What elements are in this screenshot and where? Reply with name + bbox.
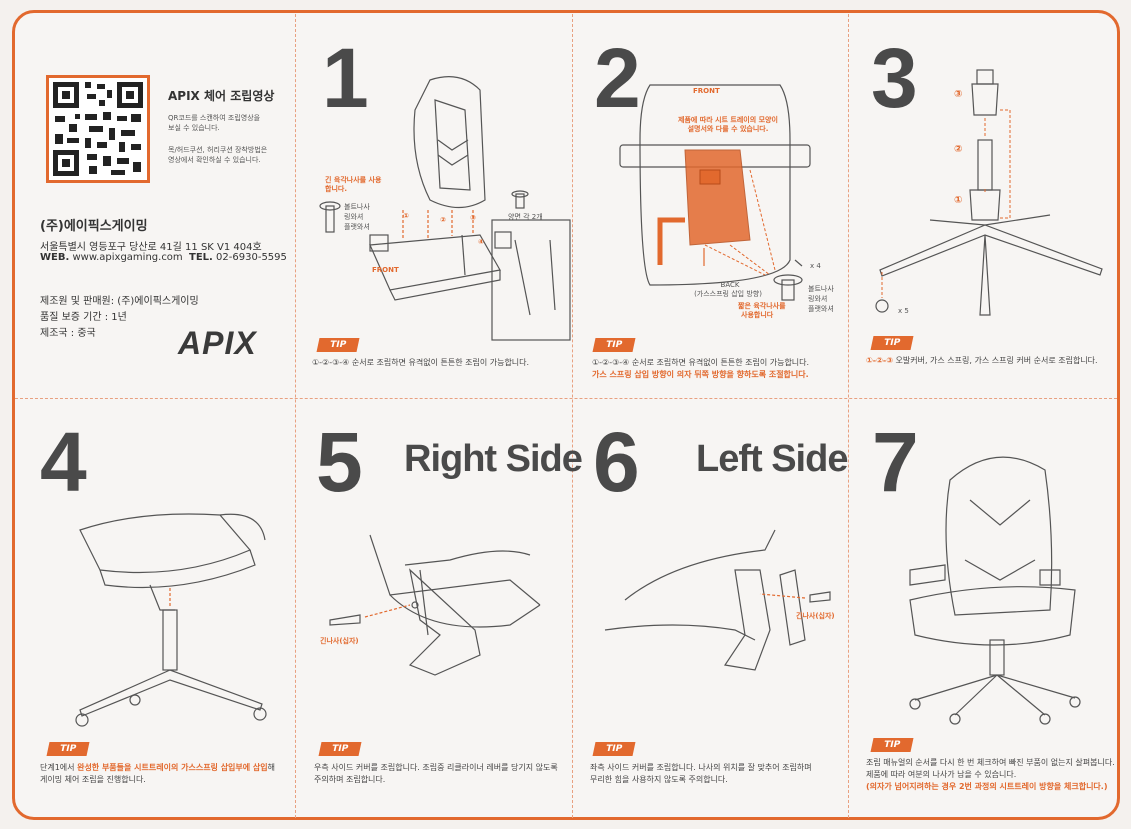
callout-2: ② xyxy=(440,216,446,224)
step1-tip: ①-②-③-④ 순서로 조립하면 유격없이 튼튼한 조립이 가능합니다. xyxy=(312,358,530,367)
tip-badge: TIP xyxy=(592,338,636,352)
row-divider xyxy=(15,398,1117,399)
qr-text: 목/허드쿠션, 허리쿠션 장착방법은 xyxy=(168,146,268,154)
washer-label: 플랫와셔 xyxy=(344,223,370,231)
web-label: WEB. xyxy=(40,252,70,263)
qr-text: 보실 수 있습니다. xyxy=(168,124,220,132)
phone-number: 02-6930-5595 xyxy=(216,252,287,263)
step-side-title: Right Side xyxy=(404,438,583,480)
company-contact: WEB. www.apixgaming.com TEL. 02-6930-559… xyxy=(40,252,287,263)
seat-onto-base-illustration xyxy=(75,513,267,727)
apix-logo: APIX xyxy=(178,325,257,361)
tip-highlight: 완성한 부품들을 시트트레이의 가스스프링 삽입부에 삽입 xyxy=(77,763,268,772)
step3-tip: ①-②-③ 오발커버, 가스 스프링, 가스 스프링 커버 순서로 조립합니다. xyxy=(866,355,1116,367)
step-number: 3 xyxy=(871,31,918,125)
tel-label: TEL. xyxy=(189,252,213,263)
maker-info: 제조원 및 판매원: (주)에이픽스게이밍 xyxy=(40,296,199,307)
step2-tip-warning: 가스 스프링 삽입 방향이 의자 뒤쪽 방향을 향하도록 조절합니다. xyxy=(592,370,809,379)
tray-warning: 설명서와 다를 수 있습니다. xyxy=(687,125,769,133)
washer-label: 플랫와셔 xyxy=(808,305,834,313)
callout-1: ① xyxy=(954,195,963,206)
both-sides-label: 양면 각 2개 xyxy=(508,213,543,221)
step-side-title: Left Side xyxy=(696,438,848,480)
step-number: 6 xyxy=(593,415,640,509)
callout-3: ③ xyxy=(470,214,476,222)
quantity-label: x 4 xyxy=(810,262,821,270)
step1-note: 긴 육각나사를 사용합니다. xyxy=(325,176,382,193)
tip-badge: TIP xyxy=(592,742,636,756)
step7-tip: 제품에 따라 여분의 나사가 남을 수 있습니다. xyxy=(866,770,1017,779)
quantity-label: x 5 xyxy=(898,307,909,315)
tray-warning: 제품에 따라 시트 트레이의 모양이 xyxy=(678,116,778,124)
step-number: 1 xyxy=(322,31,369,125)
front-label: FRONT xyxy=(372,266,399,274)
right-side-cover-illustration xyxy=(329,534,541,676)
column-divider xyxy=(572,14,573,818)
tip-badge: TIP xyxy=(46,742,90,756)
instruction-sheet xyxy=(12,10,1120,820)
step6-tip: 좌측 사이드 커버를 조립합니다. 나사의 위치를 잘 맞추어 조립하며 xyxy=(590,763,812,772)
back-label: (가스스프링 삽입 방향) xyxy=(694,290,762,298)
step-number: 2 xyxy=(594,31,641,125)
tip-text: 해 xyxy=(267,763,276,772)
front-label: FRONT xyxy=(693,87,720,95)
base-gas-spring-illustration xyxy=(875,69,1103,316)
short-screw-note: 짧은 육각나사를 xyxy=(738,302,786,310)
tip-badge: TIP xyxy=(318,742,362,756)
assembled-chair-illustration xyxy=(909,456,1081,725)
qr-code[interactable] xyxy=(46,75,150,183)
company-name: (주)에이픽스게이밍 xyxy=(40,219,148,234)
tip-text: 게이밍 체어 조립을 진행합니다. xyxy=(40,775,146,784)
chair-back-seat-illustration xyxy=(319,76,571,341)
step5-tip: 주의하며 조립합니다. xyxy=(314,775,386,784)
step7-tip-warning: (의자가 넘어지려하는 경우 2번 과정의 시트트레이 방향을 체크합니다.) xyxy=(866,782,1108,791)
column-divider xyxy=(848,14,849,818)
washer-label: 볼트나사 xyxy=(344,203,370,211)
website-link[interactable]: www.apixgaming.com xyxy=(72,252,183,263)
qr-text: QR코드를 스캔하여 조립영상을 xyxy=(168,114,261,122)
video-title: APIX 체어 조립영상 xyxy=(168,89,275,103)
tip-badge: TIP xyxy=(870,336,914,350)
tip-highlight: ①-②-③ xyxy=(866,356,893,365)
callout-3: ③ xyxy=(954,89,963,100)
step7-tip: 조립 매뉴얼의 순서를 다시 한 번 체크하여 빠진 부품이 없는지 살펴봅니다… xyxy=(866,758,1115,767)
qr-text: 영상에서 확인하실 수 있습니다. xyxy=(168,156,261,164)
step6-tip: 무리한 힘을 사용하지 않도록 주의합니다. xyxy=(590,775,728,784)
tip-badge: TIP xyxy=(316,338,360,352)
step2-tip: ①-②-③-④ 순서로 조립하면 유격없이 튼튼한 조립이 가능합니다. xyxy=(592,358,810,367)
short-screw-note: 사용합니다 xyxy=(741,311,774,319)
seat-tray-illustration xyxy=(619,84,811,301)
tip-badge: TIP xyxy=(870,738,914,752)
washer-label: 링와셔 xyxy=(344,213,364,221)
step-number: 4 xyxy=(40,415,87,509)
screw-label: 긴나사(십자) xyxy=(320,637,359,645)
callout-2: ② xyxy=(954,144,963,155)
tip-text: 오발커버, 가스 스프링, 가스 스프링 커버 순서로 조립합니다. xyxy=(892,356,1098,365)
column-divider xyxy=(295,14,296,818)
origin-info: 제조국 : 중국 xyxy=(40,328,96,339)
callout-4: ④ xyxy=(478,238,484,246)
callout-1: ① xyxy=(403,212,409,220)
back-label: BACK xyxy=(720,281,740,289)
step-number: 7 xyxy=(872,415,919,509)
washer-label: 링와셔 xyxy=(808,295,828,303)
company-address: 서울특별시 영등포구 당산로 41길 11 SK V1 404호 xyxy=(40,242,262,253)
left-side-cover-illustration xyxy=(604,529,831,671)
step-number: 5 xyxy=(316,415,363,509)
step5-tip: 우측 사이드 커버를 조립합니다. 조립중 리클라이너 레버를 당기지 않도록 xyxy=(314,763,558,772)
warranty-info: 품질 보증 기간 : 1년 xyxy=(40,312,127,323)
tip-text: 단계1에서 xyxy=(40,763,78,772)
washer-label: 볼트나사 xyxy=(808,285,834,293)
screw-label: 긴나사(십자) xyxy=(796,612,835,620)
